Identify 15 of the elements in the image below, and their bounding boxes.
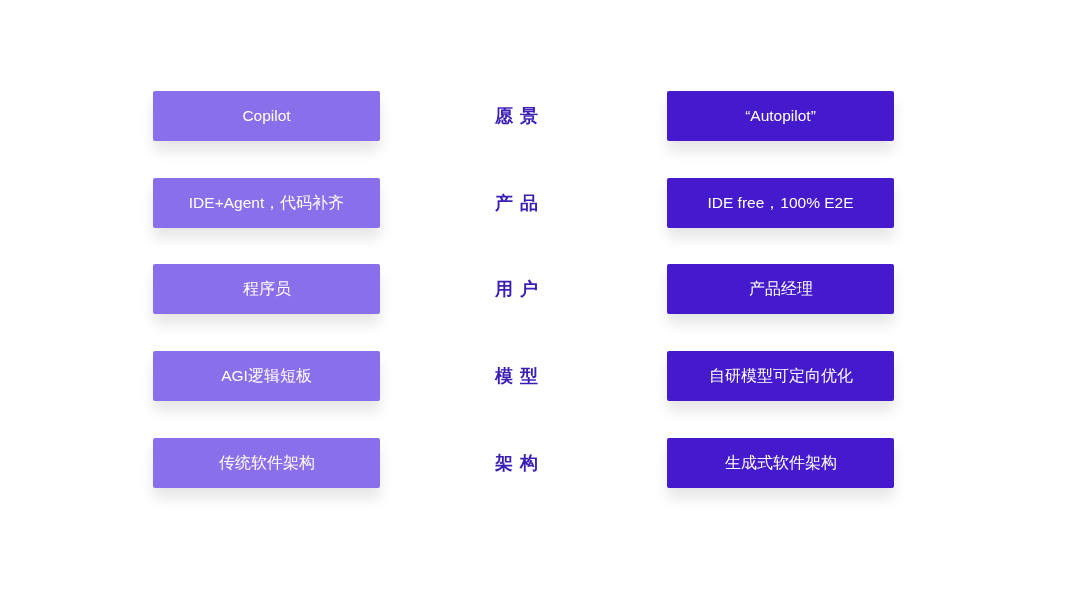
text-box: “Autopilot” xyxy=(667,91,894,141)
text-box: 自研模型可定向优化 xyxy=(667,351,894,401)
text-box: AGI逻辑短板 xyxy=(153,351,380,401)
text-box: 产品经理 xyxy=(667,264,894,314)
text-box: Copilot xyxy=(153,91,380,141)
text-box: IDE free，100% E2E xyxy=(667,178,894,228)
text-box: 生成式软件架构 xyxy=(667,438,894,488)
text-box: 程序员 xyxy=(153,264,380,314)
row-heading: 模型 xyxy=(493,365,545,388)
row-heading: 用户 xyxy=(493,278,545,301)
text-box: IDE+Agent，代码补齐 xyxy=(153,178,380,228)
text-box: 传统软件架构 xyxy=(153,438,380,488)
row-heading: 架构 xyxy=(493,452,545,475)
row-heading: 产品 xyxy=(493,192,545,215)
row-heading: 愿景 xyxy=(493,105,545,128)
